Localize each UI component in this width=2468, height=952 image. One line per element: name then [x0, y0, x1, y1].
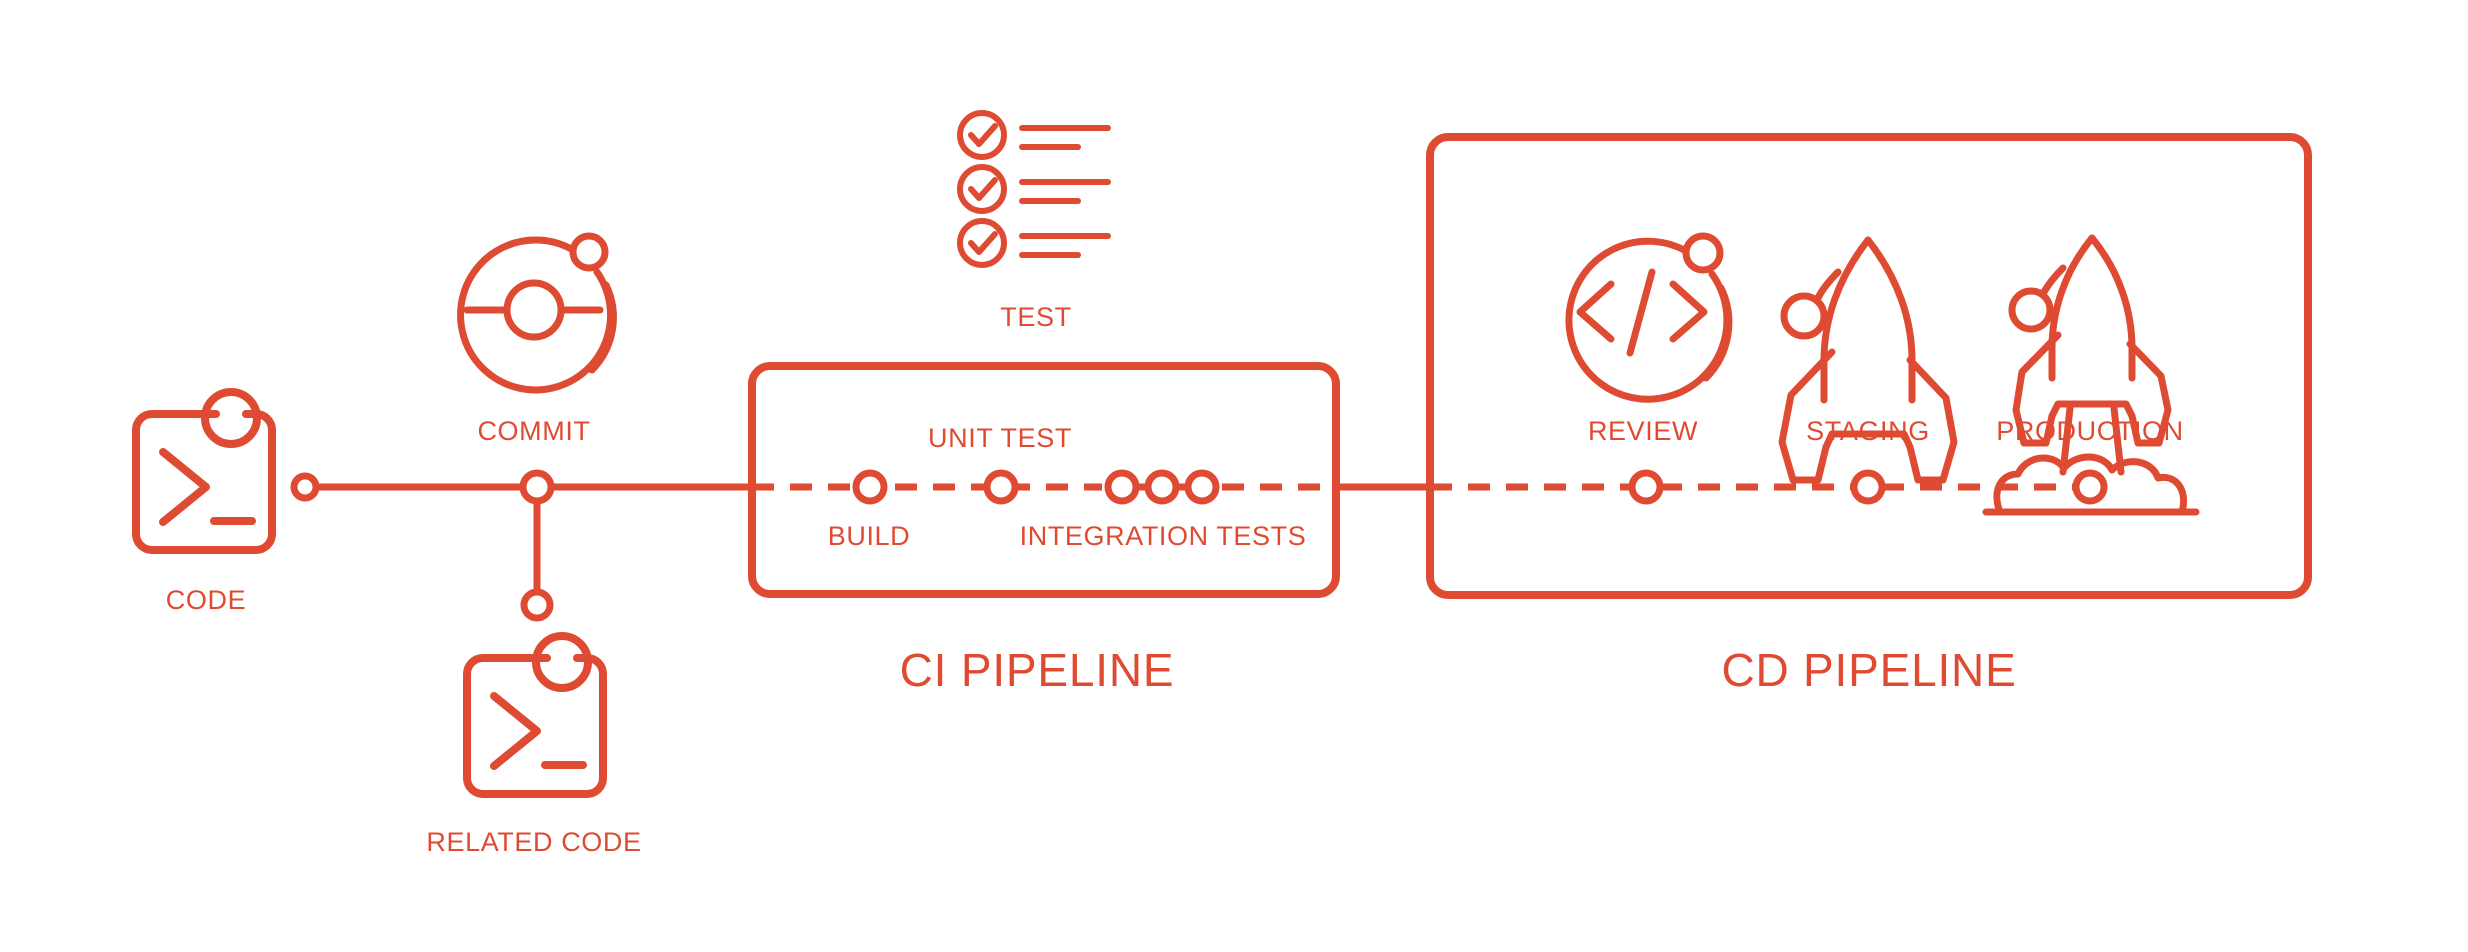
node-commit[interactable] [519, 469, 555, 505]
node-code[interactable] [290, 472, 320, 502]
code-label: CODE [166, 585, 246, 615]
related-code-icon-group [463, 632, 607, 798]
node-integration-test-3[interactable] [1184, 469, 1220, 505]
staging-rocket-icon-group [1778, 236, 1958, 484]
related-code-label: RELATED CODE [426, 827, 641, 857]
build-label: BUILD [828, 521, 911, 551]
ci-pipeline-title: CI PIPELINE [900, 644, 1175, 696]
staging-label: STAGING [1806, 416, 1930, 446]
node-review[interactable] [1628, 469, 1664, 505]
review-label: REVIEW [1588, 416, 1698, 446]
node-staging[interactable] [1850, 469, 1886, 505]
commit-icon-group [457, 232, 617, 394]
node-unit-test[interactable] [983, 469, 1019, 505]
code-icon-group [132, 388, 276, 554]
ci-pipeline-box [748, 362, 1340, 598]
cd-pipeline-box [1426, 133, 2312, 599]
node-production[interactable] [2072, 469, 2108, 505]
unit-test-label: UNIT TEST [928, 423, 1072, 453]
cd-pipeline-title: CD PIPELINE [1721, 644, 2016, 696]
node-build[interactable] [852, 469, 888, 505]
node-related-code[interactable] [520, 588, 554, 622]
review-icon-group [1565, 232, 1733, 403]
node-integration-test-2[interactable] [1144, 469, 1180, 505]
test-checklist-icon-group [957, 110, 1111, 268]
production-rocket-launch-icon-group [1982, 234, 2200, 516]
node-integration-test-1[interactable] [1104, 469, 1140, 505]
production-label: PRODUCTION [1996, 416, 2184, 446]
integration-tests-label: INTEGRATION TESTS [1020, 521, 1307, 551]
commit-label: COMMIT [477, 416, 590, 446]
test-label: TEST [1000, 302, 1071, 332]
